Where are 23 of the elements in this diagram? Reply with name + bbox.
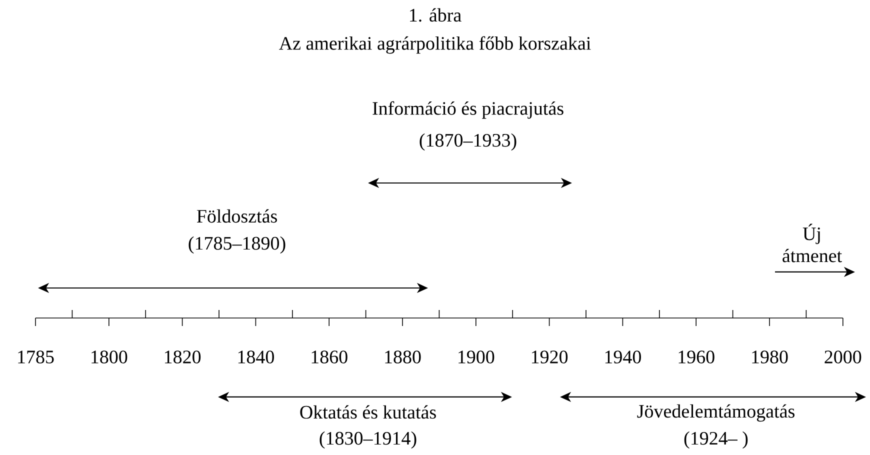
period-label: Információ és piacrajutás xyxy=(372,101,564,119)
period-label: Földosztás xyxy=(196,209,277,223)
period-years: (1924– ) xyxy=(684,431,748,449)
year-label: 1880 xyxy=(385,350,421,364)
period-years: (1870–1933) xyxy=(420,133,516,151)
period-years: (1785–1890) xyxy=(188,236,286,254)
year-label: 1920 xyxy=(532,350,568,364)
period-label: Jövedelemtámogatás xyxy=(637,404,794,422)
title: Az amerikai agrárpolitika főbb korszakai xyxy=(279,36,591,54)
year-label: 1960 xyxy=(678,350,714,364)
year-label: 1980 xyxy=(752,350,788,364)
year-label: 2000 xyxy=(824,350,862,364)
year-label: 1800 xyxy=(92,350,128,364)
period-label: Oktatás és kutatás xyxy=(300,405,436,419)
figure-number: 1. ábra xyxy=(410,8,462,22)
year-label: 1900 xyxy=(458,350,494,364)
year-label: 1860 xyxy=(312,350,348,364)
period-label: Új átmenet xyxy=(782,224,842,262)
year-label: 1840 xyxy=(238,350,274,364)
year-label: 1820 xyxy=(164,350,201,364)
year-label: 1785 xyxy=(18,350,54,364)
period-years: (1830–1914) xyxy=(320,431,416,449)
year-label: 1940 xyxy=(605,350,641,364)
